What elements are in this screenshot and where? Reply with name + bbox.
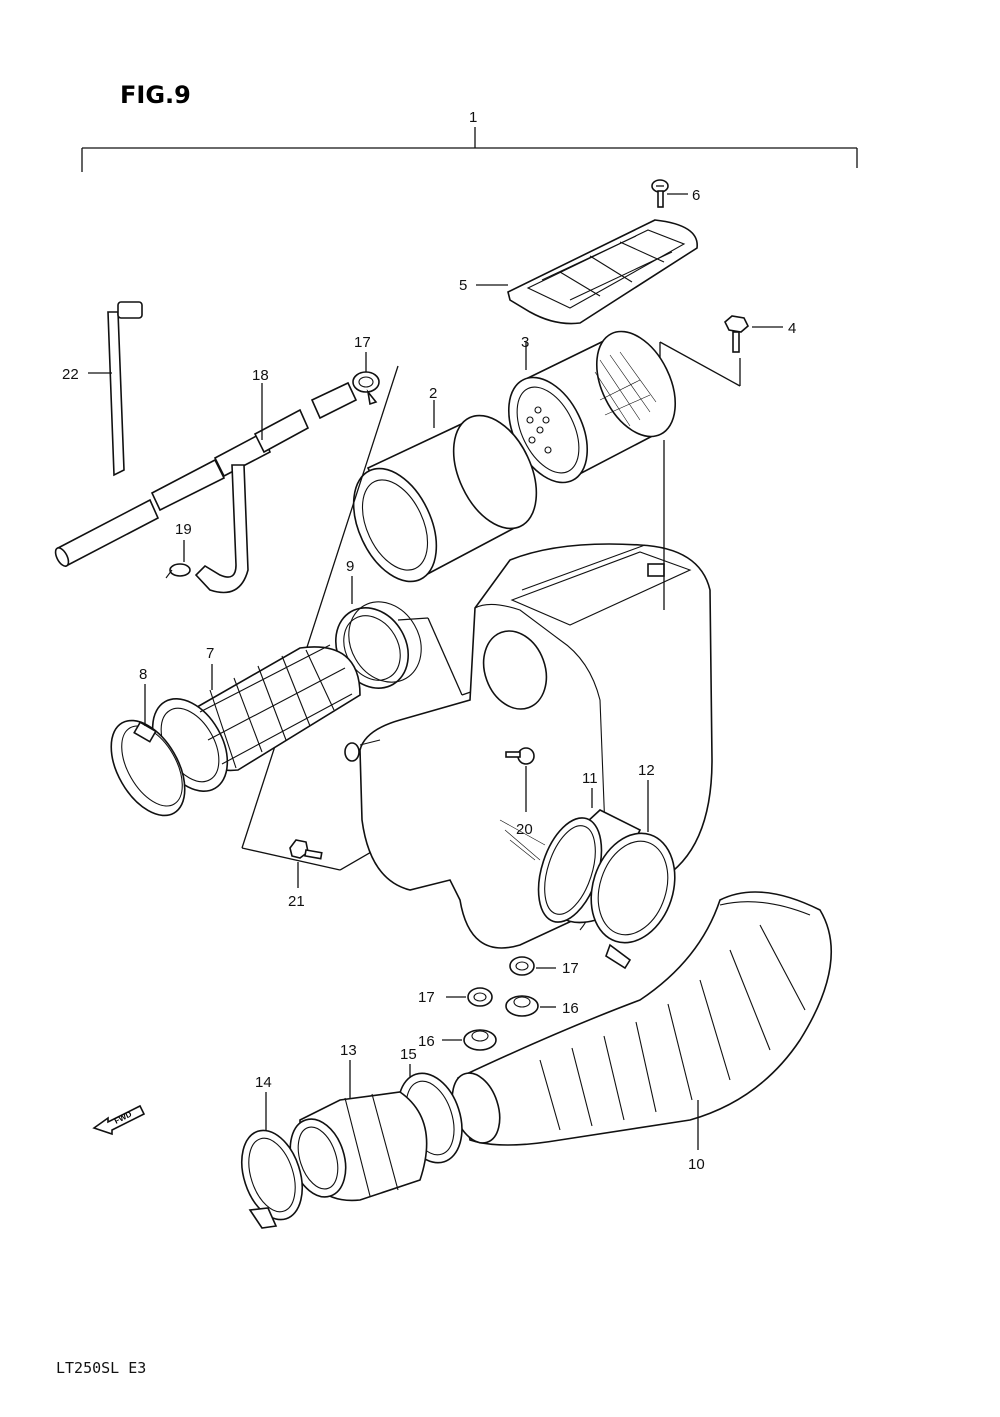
callout-2: 2 [429, 385, 437, 402]
model-code: LT250SL E3 [56, 1359, 146, 1377]
part-3-filter-element [508, 330, 741, 484]
part-16-grommet-2 [442, 1029, 497, 1051]
callout-12: 12 [638, 762, 655, 779]
part-22-strap [88, 301, 143, 477]
part-4-bolt [724, 315, 783, 353]
callout-17a: 17 [354, 334, 371, 351]
callout-7: 7 [206, 645, 214, 662]
part-10-intake-hose [451, 891, 833, 1150]
callout-6: 6 [692, 187, 700, 204]
part-16-grommet-1 [505, 995, 556, 1017]
callout-22: 22 [62, 366, 79, 383]
part-5-cap-plate [476, 219, 698, 325]
callout-1: 1 [469, 109, 477, 126]
part-17-clamp-upper [352, 352, 380, 406]
callout-14: 14 [255, 1074, 272, 1091]
part-18-breather-hose [54, 381, 358, 594]
part-13-boot [289, 1060, 428, 1202]
callout-labels: 1 2 3 4 5 6 7 8 9 10 11 12 13 14 15 16 1… [62, 109, 796, 1173]
callout-3: 3 [521, 334, 529, 351]
callout-13: 13 [340, 1042, 357, 1059]
fwd-arrow-icon: FWD [92, 1104, 146, 1136]
callout-21: 21 [288, 893, 305, 910]
callout-9: 9 [346, 558, 354, 575]
callout-10: 10 [688, 1156, 705, 1173]
part-8-clamp [110, 684, 186, 817]
part-17-clamp-lower-1 [509, 956, 556, 976]
part-12-clamp [590, 780, 676, 970]
callout-4: 4 [788, 320, 796, 337]
part-11-boot [537, 788, 642, 924]
callout-19: 19 [175, 521, 192, 538]
callout-11: 11 [582, 770, 598, 787]
callout-17b: 17 [562, 960, 579, 977]
part-17-clamp-lower-2 [446, 987, 493, 1007]
part-19-clip [165, 540, 191, 579]
callout-17c: 17 [418, 989, 435, 1006]
callout-16a: 16 [562, 1000, 579, 1017]
callout-20: 20 [516, 821, 533, 838]
part-20-bolt [505, 747, 535, 812]
callout-16b: 16 [418, 1033, 435, 1050]
part-14-clamp [241, 1092, 303, 1229]
figure-title: FIG.9 [120, 81, 191, 109]
callout-18: 18 [252, 367, 269, 384]
part-6-screw [651, 179, 688, 208]
part-2-foam-filter [352, 400, 538, 583]
callout-15: 15 [400, 1046, 417, 1063]
assembly-bracket [81, 127, 858, 172]
part-21-bolt [289, 839, 323, 888]
callout-8: 8 [139, 666, 147, 683]
callout-5: 5 [459, 277, 467, 294]
